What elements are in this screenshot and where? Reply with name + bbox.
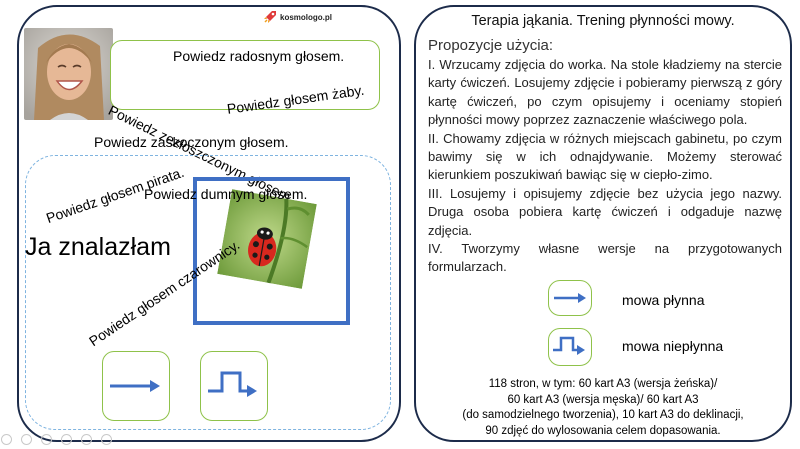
- back-icon[interactable]: [21, 434, 32, 445]
- product-contents: 118 stron, w tym: 60 kart A3 (wersja żeń…: [414, 377, 792, 439]
- picture-frame: [193, 177, 350, 325]
- rocket-icon: [263, 10, 277, 24]
- contents-line-3: (do samodzielnego tworzenia), 10 kart A3…: [462, 409, 744, 421]
- instructions-panel: [414, 5, 792, 442]
- phrase-happy: Powiedz radosnym głosem.: [173, 48, 345, 64]
- arrow-step-icon: [208, 371, 257, 397]
- sentence-area: [25, 155, 391, 430]
- options-icon[interactable]: [81, 434, 92, 445]
- usage-instructions: I. Wrzucamy zdjęcia do worka. Na stole k…: [428, 56, 782, 277]
- contents-line-4: 90 zdjęć do wylosowania celem dopasowani…: [485, 424, 721, 437]
- contents-line-1: 118 stron, w tym: 60 kart A3 (wersja żeń…: [488, 378, 718, 390]
- forward-icon[interactable]: [41, 434, 52, 445]
- brand: kosmologo.pl: [263, 10, 332, 24]
- instruction-1: I. Wrzucamy zdjęcia do worka. Na stole k…: [428, 57, 782, 128]
- legend-fluent-icon-box: [548, 280, 592, 316]
- phrase-surprised: Powiedz zaskoczonym głosem.: [94, 134, 289, 150]
- fluent-button[interactable]: [102, 351, 170, 421]
- panel-title: Terapia jąkania. Trening płynności mowy.: [471, 13, 735, 29]
- play-icon[interactable]: [1, 434, 12, 445]
- sentence-start: Ja znalazłam: [25, 233, 171, 261]
- phrase-proud: Powiedz dumnym głosem.: [144, 186, 308, 202]
- legend-nonfluent-icon-box: [548, 328, 592, 366]
- instruction-4: IV. Tworzymy własne wersje na przygotowa…: [428, 241, 782, 275]
- ladybug-photo: [217, 189, 317, 289]
- legend-fluent-label: mowa płynna: [622, 292, 705, 308]
- more-icon[interactable]: [101, 434, 112, 445]
- legend-nonfluent-label: mowa niepłynna: [622, 338, 724, 354]
- phrase-frame: [110, 40, 380, 110]
- brand-name: kosmologo.pl: [280, 12, 332, 22]
- nonfluent-button[interactable]: [200, 351, 268, 421]
- instruction-3: III. Losujemy i opisujemy zdjęcie bez uż…: [428, 185, 782, 238]
- zoom-icon[interactable]: [61, 434, 72, 445]
- arrow-straight-icon: [110, 380, 160, 392]
- contents-line-2: 60 kart A3 (wersja męska)/ 60 kart A3: [507, 393, 699, 406]
- laughing-woman-photo: [24, 28, 113, 120]
- usage-heading: Propozycje użycia:: [428, 37, 554, 54]
- instruction-2: II. Chowamy zdjęcia w różnych miejscach …: [428, 130, 782, 183]
- arrow-step-icon: [553, 336, 585, 355]
- arrow-straight-icon: [554, 293, 586, 303]
- player-controls: [0, 433, 130, 447]
